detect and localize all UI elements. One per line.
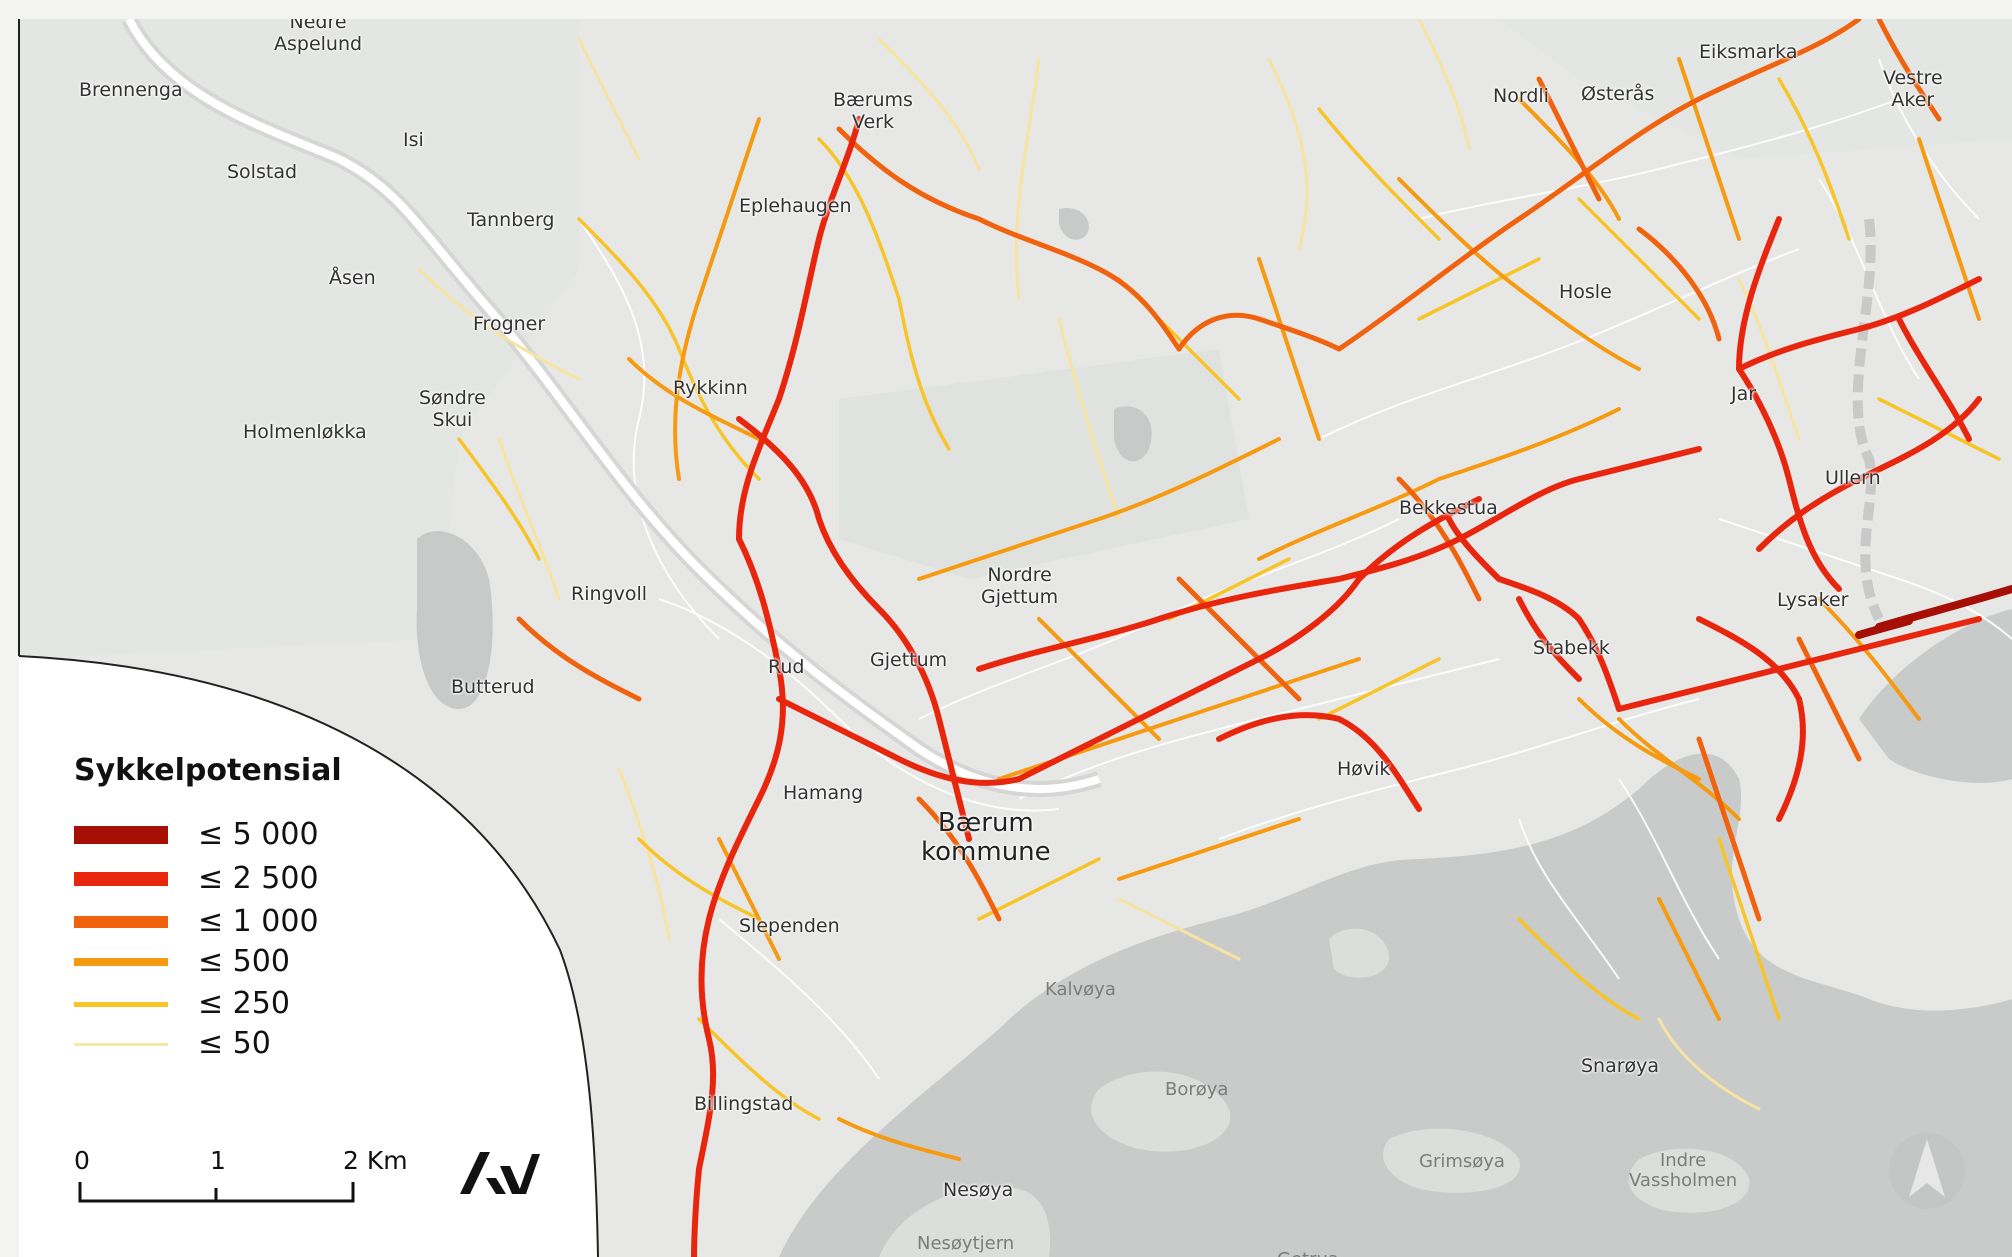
place-label: Ullern xyxy=(1825,467,1881,489)
bike-potential-5000 xyxy=(1855,585,2012,639)
place-label: Eplehaugen xyxy=(739,195,852,217)
island xyxy=(1329,928,1389,978)
place-label: Rykkinn xyxy=(673,377,748,399)
main-road-fill xyxy=(125,19,1101,793)
place-label: Jar xyxy=(1731,383,1757,405)
railway xyxy=(1852,218,1884,622)
island xyxy=(1091,1071,1231,1152)
place-label: Butterud xyxy=(451,676,535,698)
place-label: Nesøytjern xyxy=(917,1233,1015,1254)
place-label: Nordli xyxy=(1493,85,1549,107)
place-label: Frogner xyxy=(473,313,546,335)
forest-area xyxy=(839,349,1249,579)
lake xyxy=(1114,406,1152,462)
place-label: Vestre Aker xyxy=(1883,67,1943,111)
place-label: Bærums Verk xyxy=(833,89,913,133)
place-label: Nesøya xyxy=(943,1179,1014,1201)
place-label: Hamang xyxy=(783,782,864,804)
place-label: Grimsøya xyxy=(1419,1151,1505,1172)
place-label: Rud xyxy=(768,656,805,678)
map-canvas[interactable]: Nedre Aspelund Brennenga Isi Solstad Tan… xyxy=(19,19,2012,1257)
place-label: Billingstad xyxy=(694,1093,794,1115)
place-label: Brennenga xyxy=(79,79,183,101)
lake xyxy=(416,531,493,709)
place-label: Solstad xyxy=(227,161,298,183)
island xyxy=(1383,1128,1521,1193)
island xyxy=(1628,1148,1750,1213)
place-label: Indre Vassholmen xyxy=(1629,1150,1738,1191)
place-label: Nedre Aspelund xyxy=(274,19,363,55)
place-label: Kalvøya xyxy=(1045,979,1116,1000)
place-label: Borøya xyxy=(1165,1079,1229,1100)
place-label: Getrua xyxy=(1277,1249,1339,1257)
place-label: Hosle xyxy=(1559,281,1612,303)
place-label: Nordre Gjettum xyxy=(981,564,1059,608)
forest-area xyxy=(1499,19,2012,159)
forest-area xyxy=(19,19,579,659)
place-label: Bekkestua xyxy=(1399,497,1498,519)
lake xyxy=(1059,208,1089,240)
place-label: Åsen xyxy=(329,267,376,289)
place-label: Tannberg xyxy=(467,209,555,231)
place-label: Isi xyxy=(403,129,424,151)
bike-potential-2500 xyxy=(691,116,1982,1257)
fjord-water xyxy=(779,753,2012,1257)
place-label: Lysaker xyxy=(1777,589,1849,611)
place-label: Holmenløkka xyxy=(243,421,367,443)
place-label-municipality: Bærum kommune xyxy=(921,808,1051,867)
bike-potential-50 xyxy=(417,19,1801,1111)
place-label: Stabekk xyxy=(1533,637,1610,659)
place-label: Høvik xyxy=(1337,758,1391,780)
place-label: Slependen xyxy=(739,915,840,937)
place-label: Snarøya xyxy=(1581,1055,1660,1077)
bike-potential-1000 xyxy=(516,19,1942,922)
place-label: Søndre Skui xyxy=(419,387,486,431)
island xyxy=(879,1187,1051,1257)
place-label: Gjettum xyxy=(870,649,948,671)
fjord-water xyxy=(1859,609,2012,783)
north-arrow-icon xyxy=(1889,1133,1965,1209)
place-label: Ringvoll xyxy=(571,583,648,605)
place-label: Eiksmarka xyxy=(1699,41,1798,63)
place-label: Østerås xyxy=(1581,83,1655,105)
